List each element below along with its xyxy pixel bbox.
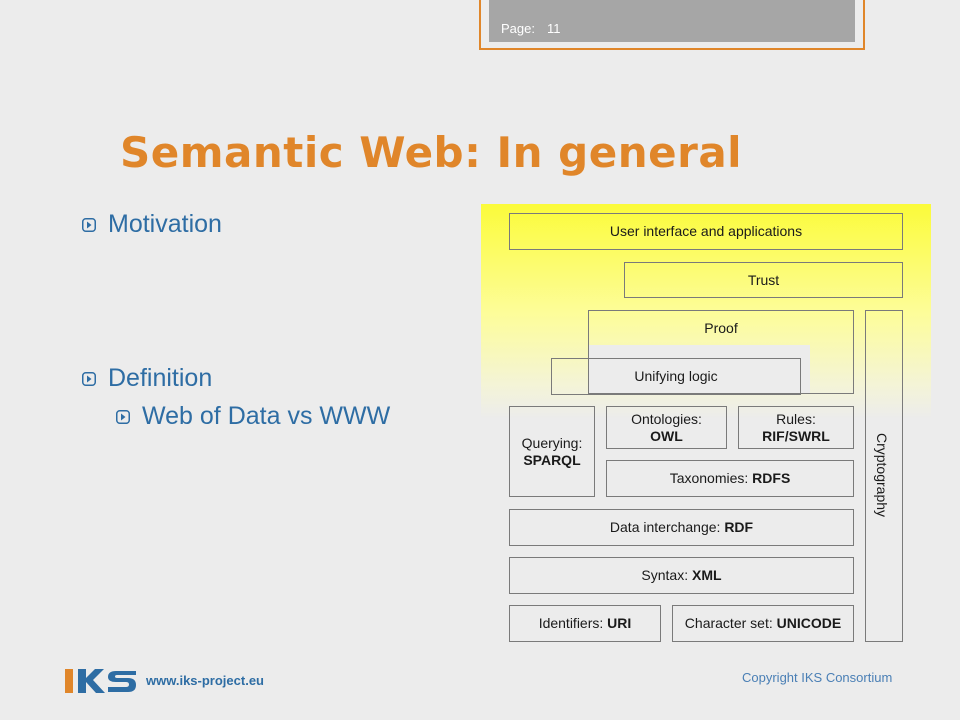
layer-data-interchange: Data interchange: RDF [509, 509, 854, 546]
taxonomies-name: RDFS [752, 470, 791, 487]
layer-label: Data interchange: RDF [610, 519, 753, 536]
page-number: 11 [547, 21, 561, 36]
bullet-text: Web of Data vs WWW [142, 402, 391, 430]
layer-rules: Rules: RIF/SWRL [738, 406, 854, 449]
data-prefix: Data interchange: [609, 519, 725, 536]
ontologies-prefix: Ontologies: [631, 410, 702, 427]
querying-name: SPARQL [523, 451, 581, 468]
layer-label: Syntax: XML [641, 567, 721, 584]
layer-label: Identifiers: URI [539, 615, 632, 632]
bullet-text: Definition [108, 364, 213, 392]
layer-syntax: Syntax: XML [509, 557, 854, 594]
page-label: Page: [501, 21, 535, 36]
bullet-text: Motivation [108, 210, 222, 238]
layer-user-interface: User interface and applications [509, 213, 903, 250]
layer-label: Character set: UNICODE [685, 615, 841, 632]
data-name: RDF [724, 519, 754, 536]
sub-bullet-web-of-data: Web of Data vs WWW [116, 402, 390, 431]
layer-label: Trust [747, 271, 780, 288]
layer-proof: Proof [588, 310, 854, 394]
page-indicator-box: Page: 11 [489, 0, 855, 42]
querying-prefix: Querying: [521, 434, 583, 451]
iks-logo [65, 669, 136, 693]
layer-label: Taxonomies: RDFS [670, 470, 791, 487]
bullet-motivation: Motivation [82, 210, 222, 239]
identifiers-name: URI [607, 615, 632, 632]
layer-taxonomies: Taxonomies: RDFS [606, 460, 854, 497]
rules-name: RIF/SWRL [762, 427, 830, 444]
layer-unifying-logic: Unifying logic [551, 358, 801, 395]
layer-label: Rules: RIF/SWRL [762, 411, 830, 445]
layer-label: Querying: SPARQL [522, 435, 583, 469]
layer-label: Proof [704, 320, 738, 336]
syntax-prefix: Syntax: [641, 567, 693, 584]
layer-label: Ontologies: OWL [631, 411, 702, 445]
taxonomies-prefix: Taxonomies: [669, 470, 753, 487]
layer-cryptography [865, 310, 903, 642]
charset-name: UNICODE [776, 615, 842, 632]
charset-prefix: Character set: [684, 615, 777, 632]
slide-title: Semantic Web: In general [120, 128, 743, 177]
bullet-arrow-icon [82, 217, 96, 232]
layer-ontologies: Ontologies: OWL [606, 406, 727, 449]
footer-url[interactable]: www.iks-project.eu [146, 673, 264, 688]
layer-querying: Querying: SPARQL [509, 406, 595, 497]
layer-label: User interface and applications [609, 223, 803, 240]
semantic-web-stack-diagram [481, 204, 931, 648]
footer-copyright: Copyright IKS Consortium [742, 670, 893, 685]
cryptography-label: Cryptography [870, 420, 894, 530]
bullet-arrow-icon [116, 409, 130, 424]
rules-prefix: Rules: [776, 410, 816, 427]
layer-character-set: Character set: UNICODE [672, 605, 854, 642]
identifiers-prefix: Identifiers: [538, 615, 608, 632]
layer-identifiers: Identifiers: URI [509, 605, 661, 642]
bullet-definition: Definition [82, 364, 212, 393]
layer-trust: Trust [624, 262, 903, 298]
cryptography-text: Cryptography [874, 432, 891, 518]
syntax-name: XML [692, 567, 722, 584]
ontologies-name: OWL [650, 427, 683, 444]
layer-label: Unifying logic [634, 368, 718, 385]
bullet-arrow-icon [82, 371, 96, 386]
page-indicator: Page: 11 [479, 0, 865, 50]
